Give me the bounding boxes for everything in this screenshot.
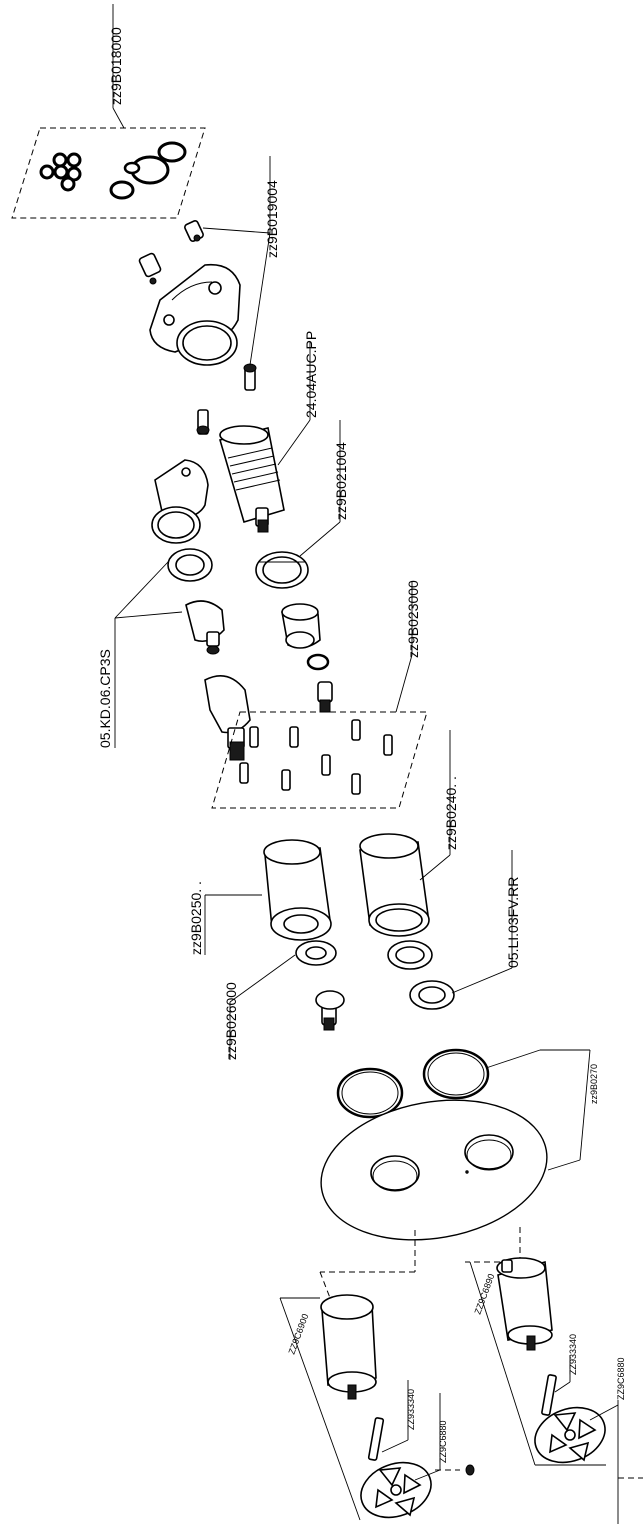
nut-zz9B021004	[255, 420, 341, 589]
diverter-body	[151, 459, 209, 544]
label-zz9B0270: zz9B0270	[589, 1064, 599, 1104]
oring-kit-dashed-box	[11, 127, 206, 219]
cover-plate-group	[320, 1048, 591, 1241]
label-ZZ933340-left: ZZ933340	[406, 1389, 416, 1430]
handle-right-group	[465, 1227, 643, 1524]
label-ZZ9C6880-left: ZZ9C6880	[438, 1420, 448, 1463]
label-zz9B019004: zz9B019004	[264, 180, 280, 258]
label-ZZ9C6880-right: ZZ9C6880	[616, 1357, 626, 1400]
label-ZZ933340-right: ZZ933340	[568, 1334, 578, 1375]
label-zz9B018000: zz9B018000	[108, 27, 124, 105]
label-zz9B021004: zz9B021004	[333, 442, 349, 520]
label-05-LI-03FV-RR: 05.LI.03FV.RR	[505, 877, 521, 968]
upper-body-assembly	[138, 156, 271, 391]
right-column-parts	[281, 603, 333, 713]
sleeves-group	[204, 730, 451, 955]
thermostatic-cartridge	[196, 342, 311, 533]
label-24-04AUC-PP: 24.04AUC.PP	[303, 331, 319, 418]
handle-left-group	[279, 1230, 475, 1521]
label-zz9B0250: zz9B0250. .	[188, 881, 204, 955]
lower-valve-parts	[229, 850, 513, 1060]
label-zz9B0240: zz9B0240. .	[443, 776, 459, 850]
label-zz9B026000: zz9B026000	[223, 982, 239, 1060]
oring-kit-group	[11, 4, 206, 219]
screw-kit-group	[211, 582, 428, 809]
label-ZZ9C6890: ZZ9C6890	[472, 1272, 496, 1315]
label-05-KD-06-CP3S: 05.KD.06.CP3S	[97, 649, 113, 748]
label-zz9B023000: zz9B023000	[405, 580, 421, 658]
screw-kit-dashed-box	[211, 711, 428, 809]
diverter-cartridge-parts	[114, 548, 251, 761]
